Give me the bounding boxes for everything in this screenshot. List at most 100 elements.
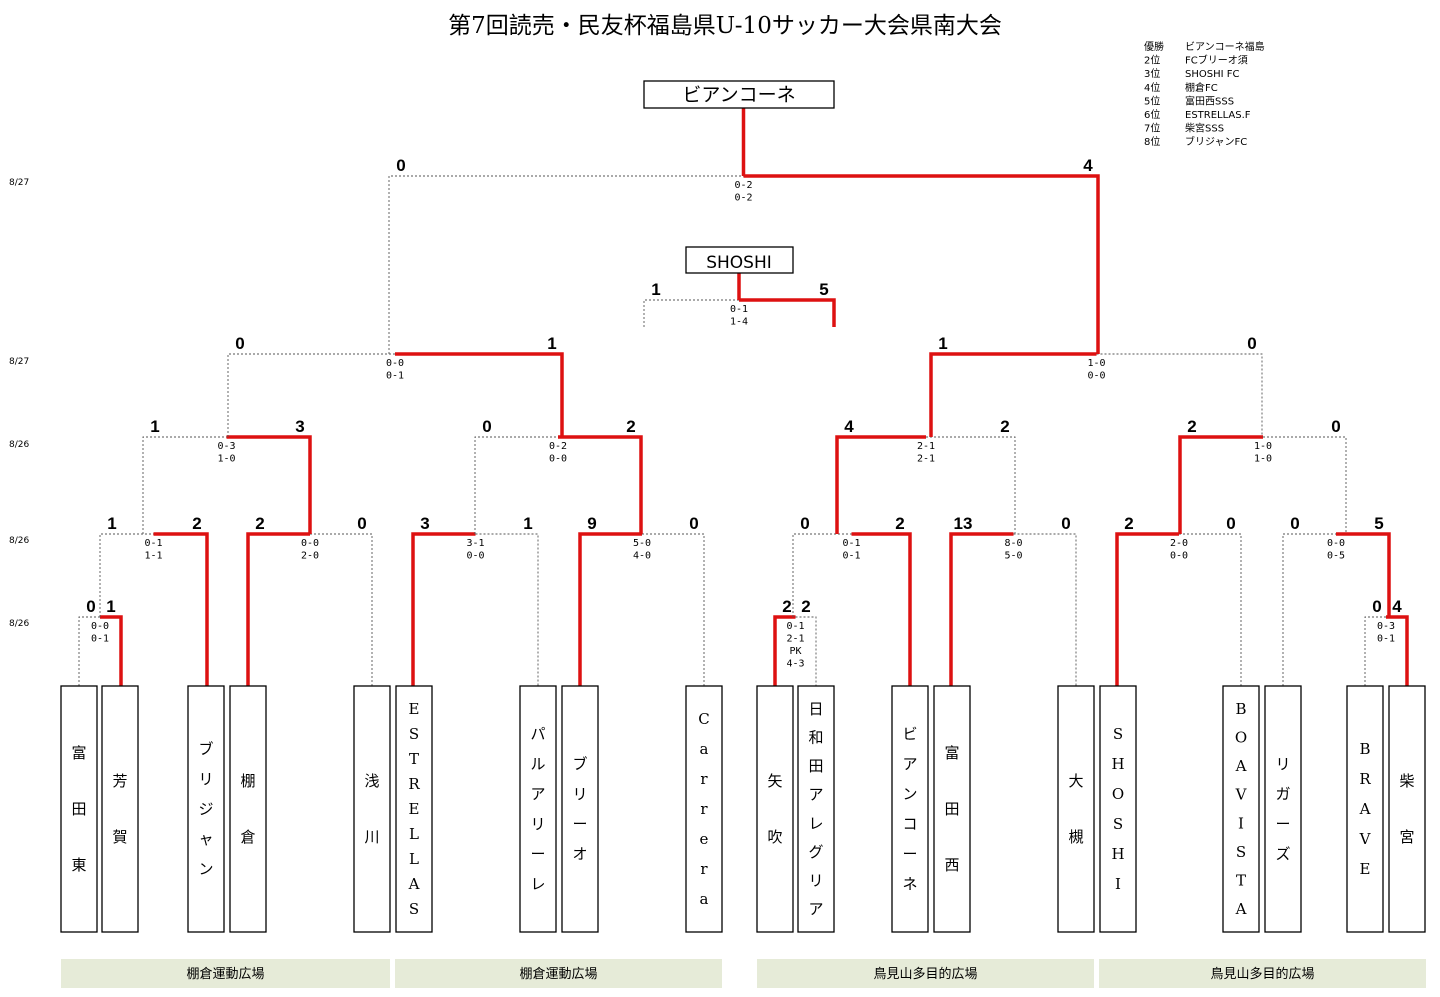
half-score: 0-0 [91, 621, 109, 632]
winner-path [773, 615, 796, 686]
loser-path [926, 436, 1016, 534]
rank-place: 優勝 [1144, 40, 1164, 53]
score-left: 2 [1124, 514, 1133, 533]
half-score: 2-1 [917, 454, 935, 465]
team-box [561, 685, 599, 933]
half-score: 2-0 [1170, 538, 1188, 549]
team-name-char: リ [530, 815, 545, 833]
team-name-char: a [700, 890, 709, 908]
half-score: 5-0 [1004, 551, 1022, 562]
team-name-char: r [700, 770, 708, 788]
team-name-char: ー [1275, 815, 1290, 833]
round-date: 8/26 [9, 440, 29, 450]
team-box [1057, 685, 1095, 933]
team-name-char: ブ [572, 755, 587, 773]
winner-path [153, 532, 209, 686]
team-box [685, 685, 723, 933]
champion-box [643, 80, 835, 109]
half-score: 0-0 [466, 551, 484, 562]
score-left: 13 [954, 514, 973, 533]
winner-path [1336, 532, 1391, 617]
score-right: 4 [1083, 156, 1093, 175]
team-name-char: E [409, 700, 420, 718]
team-name-char: ブ [198, 740, 213, 758]
team-name-char: T [409, 750, 419, 768]
winner-path [1178, 435, 1263, 534]
round-date: 8/26 [9, 619, 29, 629]
half-score: 1-0 [217, 454, 235, 465]
winner-path [226, 435, 312, 534]
rank-place: 4位 [1144, 81, 1160, 94]
team-name-char: e [700, 830, 709, 848]
team-boxes: 富田東芳賀ブリジャン棚倉浅川ESTRELLASパルアリーレブリーオCarrera… [60, 685, 1426, 933]
team-name-char: 日 [808, 700, 823, 718]
half-score: 1-0 [1087, 358, 1105, 369]
team-box [395, 685, 433, 933]
team-name-char: ア [808, 900, 823, 918]
rank-team: ESTRELLAS.F [1185, 110, 1251, 121]
team-name-char: ル [530, 755, 545, 773]
score-left: 0 [396, 156, 405, 175]
half-score: 0-2 [734, 193, 752, 204]
team-name-char: パ [530, 725, 545, 743]
winner-path [578, 532, 642, 686]
team-name-char: E [409, 800, 420, 818]
team-name-char: レ [808, 814, 823, 832]
rank-team: 富田西SSS [1185, 94, 1234, 107]
venue-band [395, 959, 722, 988]
team-name-char: O [1235, 729, 1247, 747]
team-name-char: 田 [944, 800, 959, 818]
team-name-char: 槻 [1068, 828, 1083, 846]
half-score: 1-0 [1254, 441, 1272, 452]
half-score: 0-1 [786, 621, 804, 632]
team-name-char: S [409, 725, 419, 743]
team-name-char: ガ [1275, 785, 1290, 803]
team-name-char: 田 [808, 757, 823, 775]
half-score: 1-4 [730, 317, 748, 328]
loser-path [142, 436, 227, 534]
tournament-title: 第7回読売・民友杯福島県U-10サッカー大会県南大会 [448, 13, 1002, 39]
half-score: 0-1 [144, 538, 162, 549]
half-score: 0-1 [842, 551, 860, 562]
loser-path [1013, 533, 1077, 686]
half-score: 0-5 [1327, 551, 1345, 562]
team-name-char: リ [1275, 755, 1290, 773]
team-name-char: ズ [1275, 845, 1290, 863]
rank-place: 7位 [1144, 122, 1160, 135]
team-name-char: 倉 [240, 828, 255, 846]
team-name-char: V [1235, 786, 1248, 804]
winner-path [835, 435, 926, 534]
score-right: 2 [801, 597, 810, 616]
score-left: 2 [782, 597, 791, 616]
rank-team: 棚倉FC [1185, 81, 1218, 94]
team-name-char: T [1236, 871, 1246, 889]
team-name-char: ン [902, 785, 917, 803]
loser-path [643, 299, 739, 327]
score-left: 1 [651, 280, 660, 299]
half-score: 0-3 [217, 441, 235, 452]
score-left: 1 [150, 417, 159, 436]
third-place-box [685, 246, 794, 274]
team-name-char: r [700, 800, 708, 818]
team-name-char: ア [530, 785, 545, 803]
half-score: 3-1 [466, 538, 484, 549]
half-score: PK [789, 646, 801, 657]
score-right: 3 [295, 417, 304, 436]
team-name-char: H [1111, 845, 1124, 863]
score-left: 0 [800, 514, 809, 533]
winner-path [851, 532, 912, 686]
team-box [797, 685, 835, 933]
rank-place: 2位 [1144, 54, 1160, 67]
rank-place: 8位 [1144, 135, 1160, 148]
team-name-char: 田 [71, 800, 86, 818]
loser-path [1364, 616, 1386, 686]
venue-name: 棚倉運動広場 [519, 967, 597, 982]
rank-place: 6位 [1144, 108, 1160, 121]
team-name-char: 浅 [364, 772, 379, 790]
rank-team: ブリジャンFC [1185, 135, 1247, 148]
score-right: 1 [547, 334, 556, 353]
team-box [1264, 685, 1302, 933]
team-name-char: ン [198, 860, 213, 878]
score-right: 0 [1061, 514, 1070, 533]
